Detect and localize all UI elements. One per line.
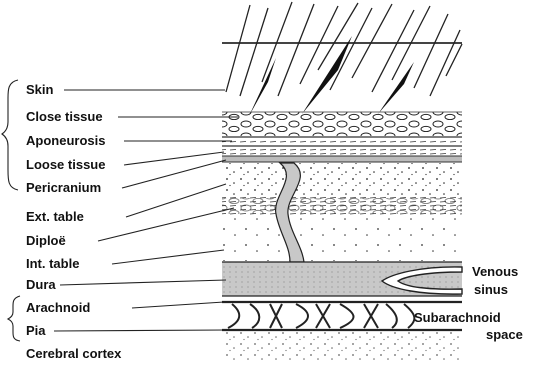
label-aponeurosis: Aponeurosis [26, 133, 105, 148]
label-cerebral-cortex: Cerebral cortex [26, 346, 122, 361]
label-dura: Dura [26, 277, 56, 292]
label-pia: Pia [26, 323, 46, 338]
subarachnoid-trabeculae [228, 304, 414, 328]
label-int-table: Int. table [26, 256, 79, 271]
inner-table-layer [222, 216, 462, 261]
label-ext-table: Ext. table [26, 209, 84, 224]
pericranium-layer [222, 156, 462, 162]
label-loose-tissue: Loose tissue [26, 157, 105, 172]
label-diploe: Diploë [26, 233, 66, 248]
close-tissue-layer [222, 112, 462, 136]
diploe-layer [222, 196, 462, 216]
label-skin: Skin [26, 82, 54, 97]
label-pericranium: Pericranium [26, 180, 101, 195]
label-subarachnoid-2: space [486, 327, 523, 342]
loose-tissue-layer [222, 148, 462, 155]
label-arachnoid: Arachnoid [26, 300, 90, 315]
leptomeninges-brace [8, 296, 20, 341]
skin-layer [222, 2, 462, 116]
label-venous-sinus-2: sinus [474, 282, 508, 297]
cerebral-cortex-layer [222, 332, 462, 360]
label-subarachnoid-1: Subarachnoid [414, 310, 501, 325]
label-close-tissue: Close tissue [26, 109, 103, 124]
aponeurosis-layer [222, 137, 462, 146]
scalp-brace [2, 80, 18, 190]
label-venous-sinus-1: Venous [472, 264, 518, 279]
outer-table-layer [222, 163, 462, 195]
